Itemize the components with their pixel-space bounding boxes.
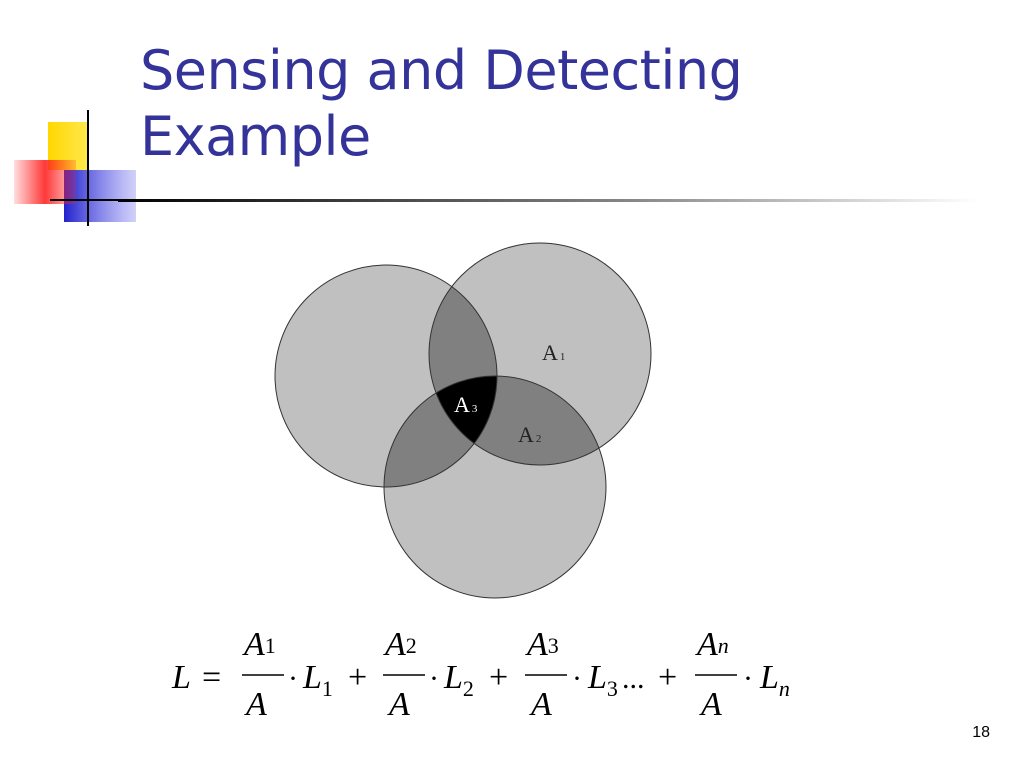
slide-number: 18 [972,724,990,741]
termn-denominator: A [699,686,722,723]
termn-l: Ln [759,659,790,701]
term3-dot: · [572,662,582,695]
title-line-2: Example [140,105,371,168]
term3-numerator: A3 [525,626,559,663]
term1-dot: · [288,662,298,695]
term2-dot: · [429,662,439,695]
ellipsis: ... [622,662,645,695]
term1-denominator: A [244,686,267,723]
term1-numerator: A1 [242,626,276,663]
formula-equals: = [202,659,221,696]
term2-numerator: A2 [383,626,417,663]
page-title: Sensing and Detecting Example [140,38,960,170]
title-line-1: Sensing and Detecting [140,39,743,102]
circle-bottom-outline [383,375,607,599]
formula-lhs: L [171,659,191,696]
term1-l: L1 [302,659,333,701]
overlap-left-bottom [384,376,497,487]
termn-numerator: An [695,626,729,663]
term3-l: L3 [587,659,618,701]
term2-l: L2 [443,659,474,701]
term3-denominator: A [529,686,552,723]
termn-dot: · [743,662,753,695]
circle-right-outline [428,242,652,466]
term2-denominator: A [387,686,410,723]
plus-2: + [489,659,508,696]
plus-1: + [348,659,367,696]
plus-3: + [658,659,677,696]
